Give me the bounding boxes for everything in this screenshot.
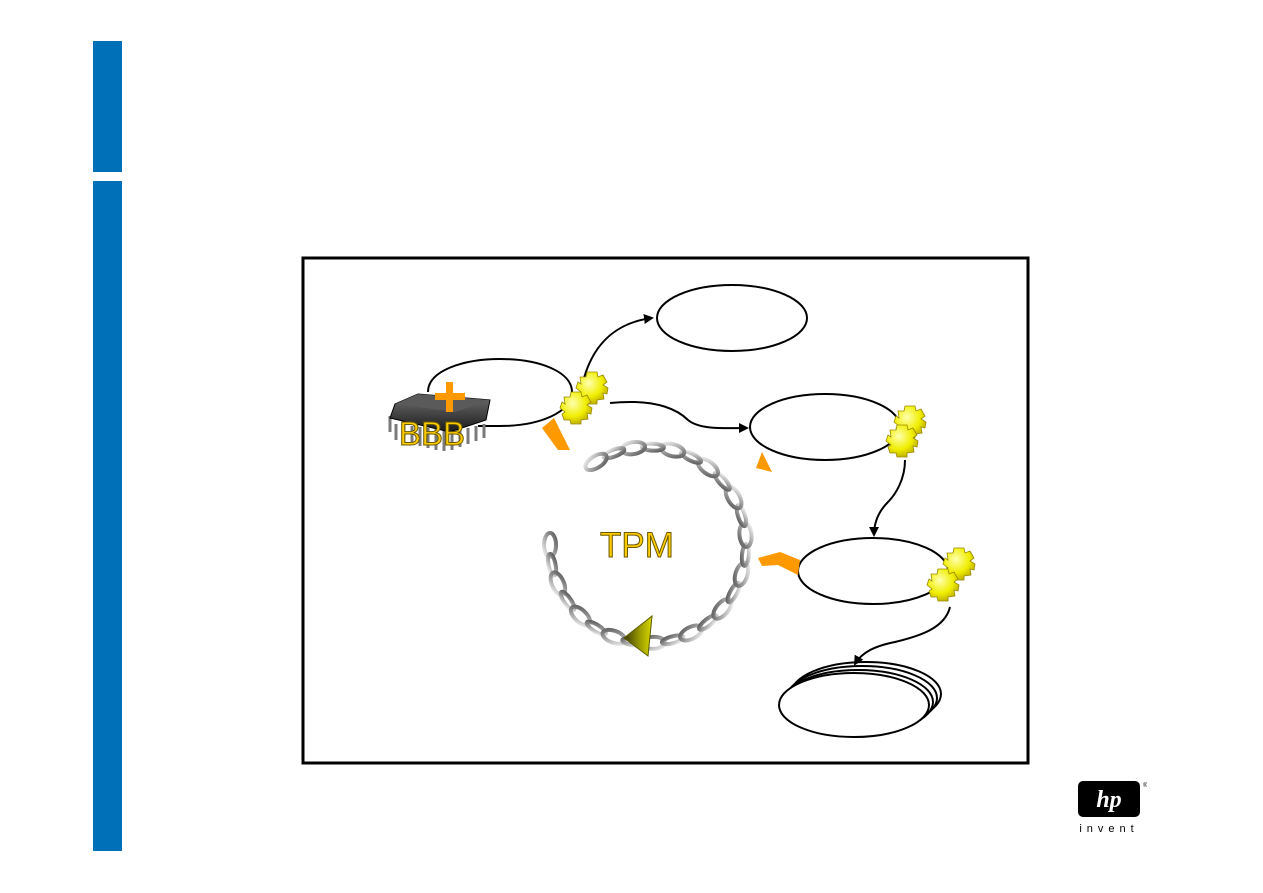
sidebar-accent-bottom <box>93 181 122 851</box>
arrow-to-lower-node <box>869 459 906 537</box>
hp-logo-tagline: invent <box>1079 823 1138 835</box>
arrow-to-stack <box>853 606 951 666</box>
chain-end-cone-icon <box>623 614 653 657</box>
orange-connector-bbb <box>542 418 570 450</box>
chip-icon <box>388 393 491 451</box>
chain-link <box>734 503 749 529</box>
chain-link <box>725 580 742 605</box>
chain-link <box>601 446 627 461</box>
chain-link <box>558 589 577 613</box>
chain-link <box>639 441 666 453</box>
chain-link <box>583 451 609 473</box>
diagram-frame <box>301 256 1030 765</box>
chain-link <box>697 613 719 632</box>
plus-icon <box>435 382 465 412</box>
gear-icon <box>926 568 960 602</box>
chip-label: BBB <box>399 415 465 452</box>
node-stack <box>778 661 942 738</box>
chain-link <box>712 470 732 492</box>
orange-connector-middle <box>756 452 772 472</box>
hp-logo-text: hp <box>1096 787 1121 813</box>
orange-connector-lower <box>758 552 800 575</box>
chain-icon <box>542 439 754 651</box>
arrow-to-middle-node <box>609 401 749 434</box>
chain-link <box>545 551 559 578</box>
node-top-right <box>656 284 808 352</box>
sidebar-accent-top <box>93 41 122 172</box>
chain-link <box>679 449 704 465</box>
gear-icon <box>885 424 919 458</box>
chain-link <box>659 633 686 647</box>
hp-logo: hp ® invent <box>1078 781 1147 835</box>
hp-logo-mark <box>1078 781 1140 817</box>
chain-link <box>739 541 752 568</box>
node-lower <box>797 537 949 605</box>
chain-label: TPM <box>600 526 674 565</box>
arrow-to-top-node <box>583 314 654 379</box>
chain-link <box>584 619 608 637</box>
node-middle <box>749 393 901 461</box>
gear-icon <box>559 391 593 425</box>
registered-mark: ® <box>1143 782 1147 789</box>
